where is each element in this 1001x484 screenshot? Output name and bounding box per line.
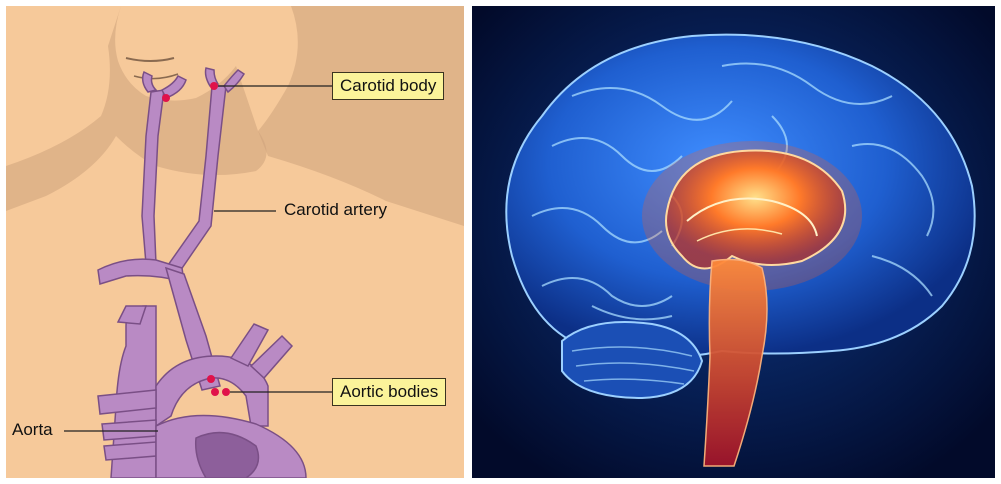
aortic-body-dot-1 [207,375,215,383]
cerebellum [562,322,702,398]
carotid-body-right-dot [210,82,218,90]
brain-artwork [472,6,995,478]
aorta-label: Aorta [12,420,53,440]
chemoreceptor-diagram: Carotid body Carotid artery Aortic bodie… [6,6,464,478]
face-silhouette [6,6,267,211]
aortic-body-dot-2 [211,388,219,396]
carotid-body-label: Carotid body [332,72,444,100]
carotid-artery-label: Carotid artery [284,200,387,220]
brain-illustration [472,6,995,478]
aortic-body-dot-3 [222,388,230,396]
aortic-bodies-label: Aortic bodies [332,378,446,406]
carotid-body-left-dot [162,94,170,102]
limbic-system [666,151,845,269]
